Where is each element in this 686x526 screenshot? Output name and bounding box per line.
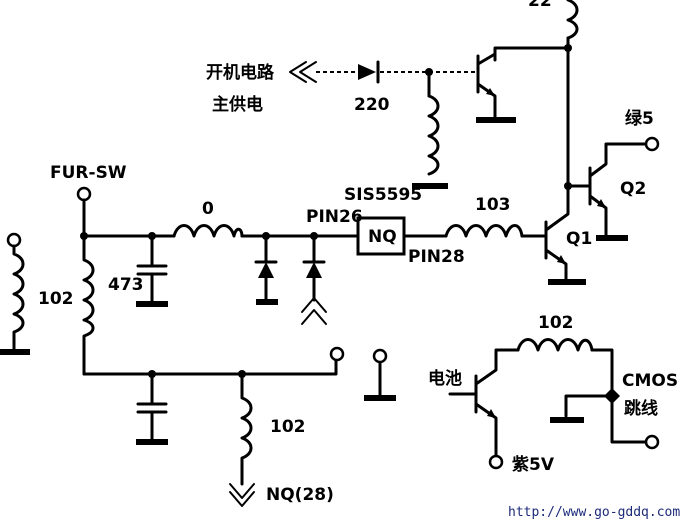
diode-right [302,234,326,302]
inductor-102-bottom-label: 102 [270,417,306,437]
left-terminal [6,232,22,248]
transistor-battery [448,348,520,458]
cmos-jumper-terminal [644,434,660,450]
top-inductor [566,0,579,40]
bottom-bus [82,356,338,376]
green5-terminal [644,136,660,152]
q1-label: Q1 [566,229,592,249]
pin26-label: PIN26 [306,207,363,227]
purple5v-label: 紫5V [512,454,555,475]
resistor-103-label: 103 [475,195,511,215]
inductor-0 [172,224,244,238]
inductor-vertical [427,94,440,176]
main-supply-label: 主供电 [212,94,263,115]
resistor-0-label: 0 [202,199,214,219]
top-partial-label: 22 [528,0,552,11]
resistor-220-label: 220 [354,95,390,115]
capacitor-bottom [136,372,168,442]
q2-label: Q2 [620,179,646,199]
double-arrow-left [289,61,317,83]
capacitor-473 [136,234,168,304]
isolated-terminal [372,348,388,364]
cmos-jumper-arrow [604,388,620,404]
inductor-103 [444,224,524,238]
purple5v-terminal [488,454,504,470]
battery-label: 电池 [428,368,462,389]
green5-label: 绿5 [625,108,654,129]
capacitor-473-label: 473 [108,275,144,295]
inductor-102-bottom [240,372,253,486]
diode-220 [358,60,380,84]
inductor-left-standalone [12,244,25,352]
transistor-q2 [566,142,648,238]
fur-sw-label: FUR-SW [50,163,127,183]
inductor-102-left-label: 102 [38,289,74,309]
double-arrow-down-nq28 [229,483,255,507]
nq-chip-label: NQ [368,227,397,247]
pin28-label: PIN28 [408,247,465,267]
inductor-102-cmos-label: 102 [538,313,574,333]
transistor-top [476,52,497,120]
bottom-right-terminal [329,346,345,362]
inductor-102-left [82,234,95,376]
transistor-q1 [544,200,570,282]
sis5595-label: SIS5595 [344,185,422,205]
diode-left [254,234,278,304]
inductor-102-cmos [516,338,594,352]
nq28-label: NQ(28) [266,485,334,505]
double-arrow-down [301,297,327,325]
cmos-jumper-pin [564,394,614,418]
cmos-label: CMOS [622,371,678,391]
jumper-label: 跳线 [624,398,658,419]
power-on-label: 开机电路 [206,62,275,83]
rail-to-q-top [493,46,570,62]
source-url: http://www.go-gddq.com [508,505,680,520]
fur-sw-terminal [76,186,92,202]
